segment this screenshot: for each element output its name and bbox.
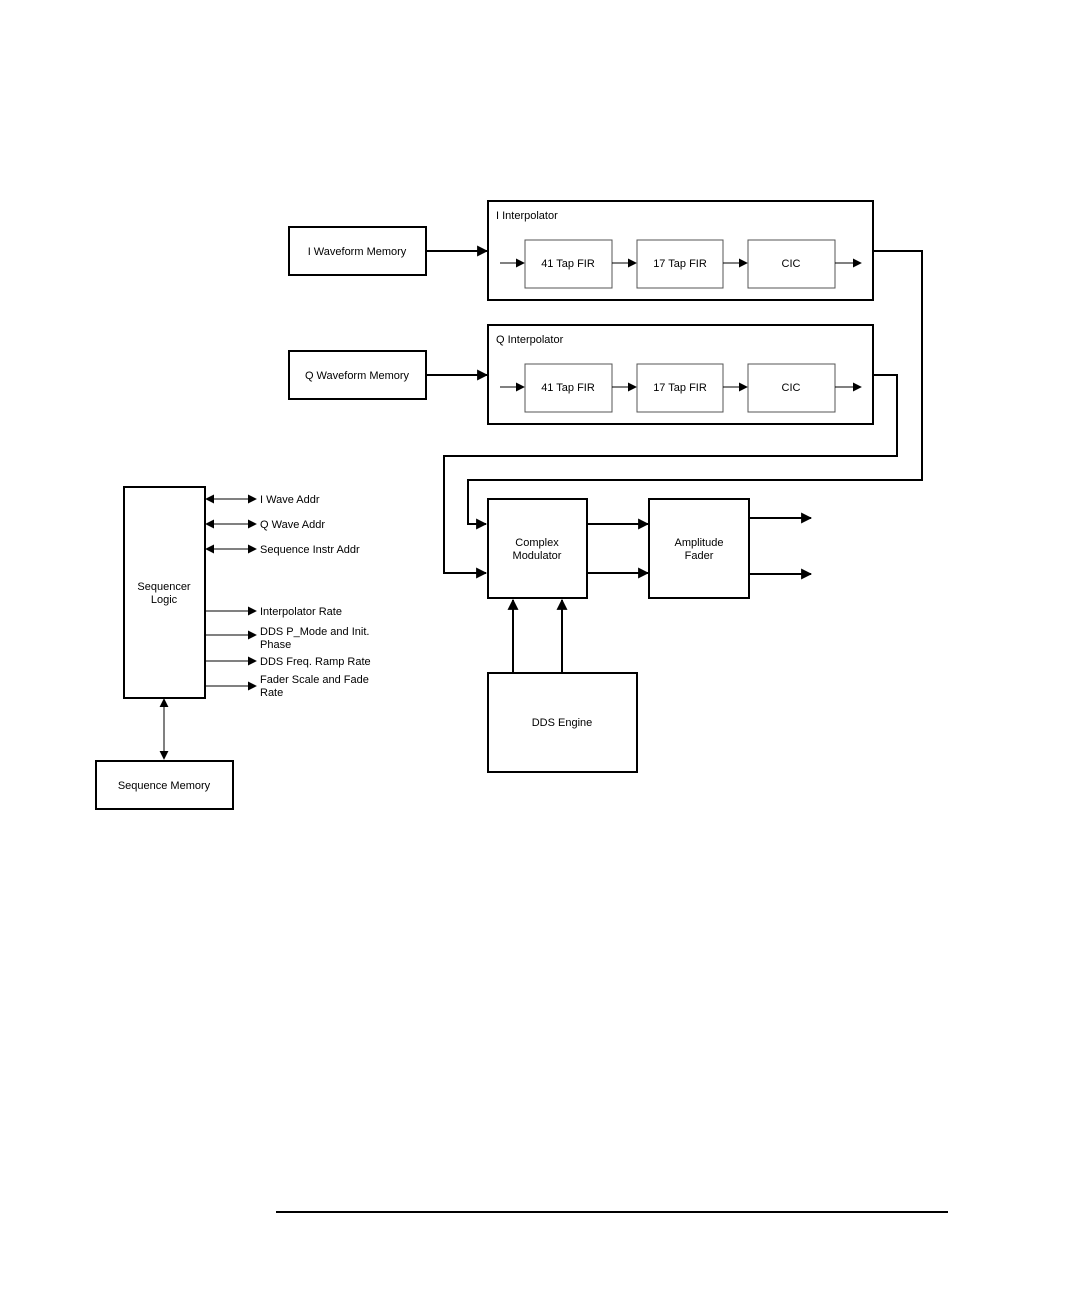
- dds-freq-ramp-rate-label: DDS Freq. Ramp Rate: [260, 656, 371, 668]
- q-waveform-memory-block: Q Waveform Memory: [288, 350, 427, 400]
- i-wave-addr-label: I Wave Addr: [260, 494, 320, 506]
- sequence-memory-block: Sequence Memory: [95, 760, 234, 810]
- i-fir41-block: 41 Tap FIR: [524, 239, 613, 289]
- dds-engine-label: DDS Engine: [532, 717, 593, 729]
- sequencer-logic-block: Sequencer Logic: [123, 486, 206, 699]
- q-fir17-block: 17 Tap FIR: [636, 363, 724, 413]
- dds-p-mode-label-line1: DDS P_Mode and Init.: [260, 626, 369, 638]
- q-route-to-modulator: [443, 374, 898, 579]
- q-interpolator-label: Q Interpolator: [496, 334, 564, 346]
- q-waveform-memory-label: Q Waveform Memory: [305, 370, 410, 382]
- complex-modulator-label-line1: Complex: [515, 537, 559, 549]
- q-cic-block: CIC: [747, 363, 836, 413]
- i-fir17-block: 17 Tap FIR: [636, 239, 724, 289]
- fader-scale-label-line1: Fader Scale and Fade: [260, 674, 369, 686]
- amplitude-fader-block: Amplitude Fader: [648, 498, 750, 599]
- complex-modulator-block: Complex Modulator: [487, 498, 588, 599]
- i-waveform-memory-block: I Waveform Memory: [288, 226, 427, 276]
- q-fir41-block: 41 Tap FIR: [524, 363, 613, 413]
- amplitude-fader-label-line2: Fader: [685, 550, 714, 562]
- i-route-to-modulator: [467, 250, 923, 530]
- i-interpolator-label: I Interpolator: [496, 210, 558, 222]
- q-fir17-label: 17 Tap FIR: [653, 382, 707, 394]
- fader-scale-label-line2: Rate: [260, 687, 283, 699]
- sequence-instr-addr-label: Sequence Instr Addr: [260, 544, 360, 556]
- i-cic-label: CIC: [782, 258, 801, 270]
- q-interpolator-block: Q Interpolator 41 Tap FIR 17 Tap FIR CIC: [487, 324, 874, 425]
- sequencer-logic-label-line2: Logic: [151, 594, 178, 606]
- i-interpolator-block: I Interpolator 41 Tap FIR 17 Tap FIR CIC: [487, 200, 874, 301]
- amplitude-fader-label-line1: Amplitude: [675, 537, 724, 549]
- interpolator-rate-label: Interpolator Rate: [260, 606, 342, 618]
- i-waveform-memory-label: I Waveform Memory: [308, 246, 407, 258]
- sequencer-logic-label-line1: Sequencer: [137, 581, 191, 593]
- i-fir17-label: 17 Tap FIR: [653, 258, 707, 270]
- complex-modulator-label-line2: Modulator: [513, 550, 562, 562]
- i-fir41-label: 41 Tap FIR: [541, 258, 595, 270]
- dds-engine-block: DDS Engine: [487, 672, 638, 773]
- sequence-memory-label: Sequence Memory: [118, 780, 211, 792]
- i-cic-block: CIC: [747, 239, 836, 289]
- q-cic-label: CIC: [782, 382, 801, 394]
- q-wave-addr-label: Q Wave Addr: [260, 519, 325, 531]
- q-fir41-label: 41 Tap FIR: [541, 382, 595, 394]
- dds-p-mode-label-line2: Phase: [260, 639, 291, 651]
